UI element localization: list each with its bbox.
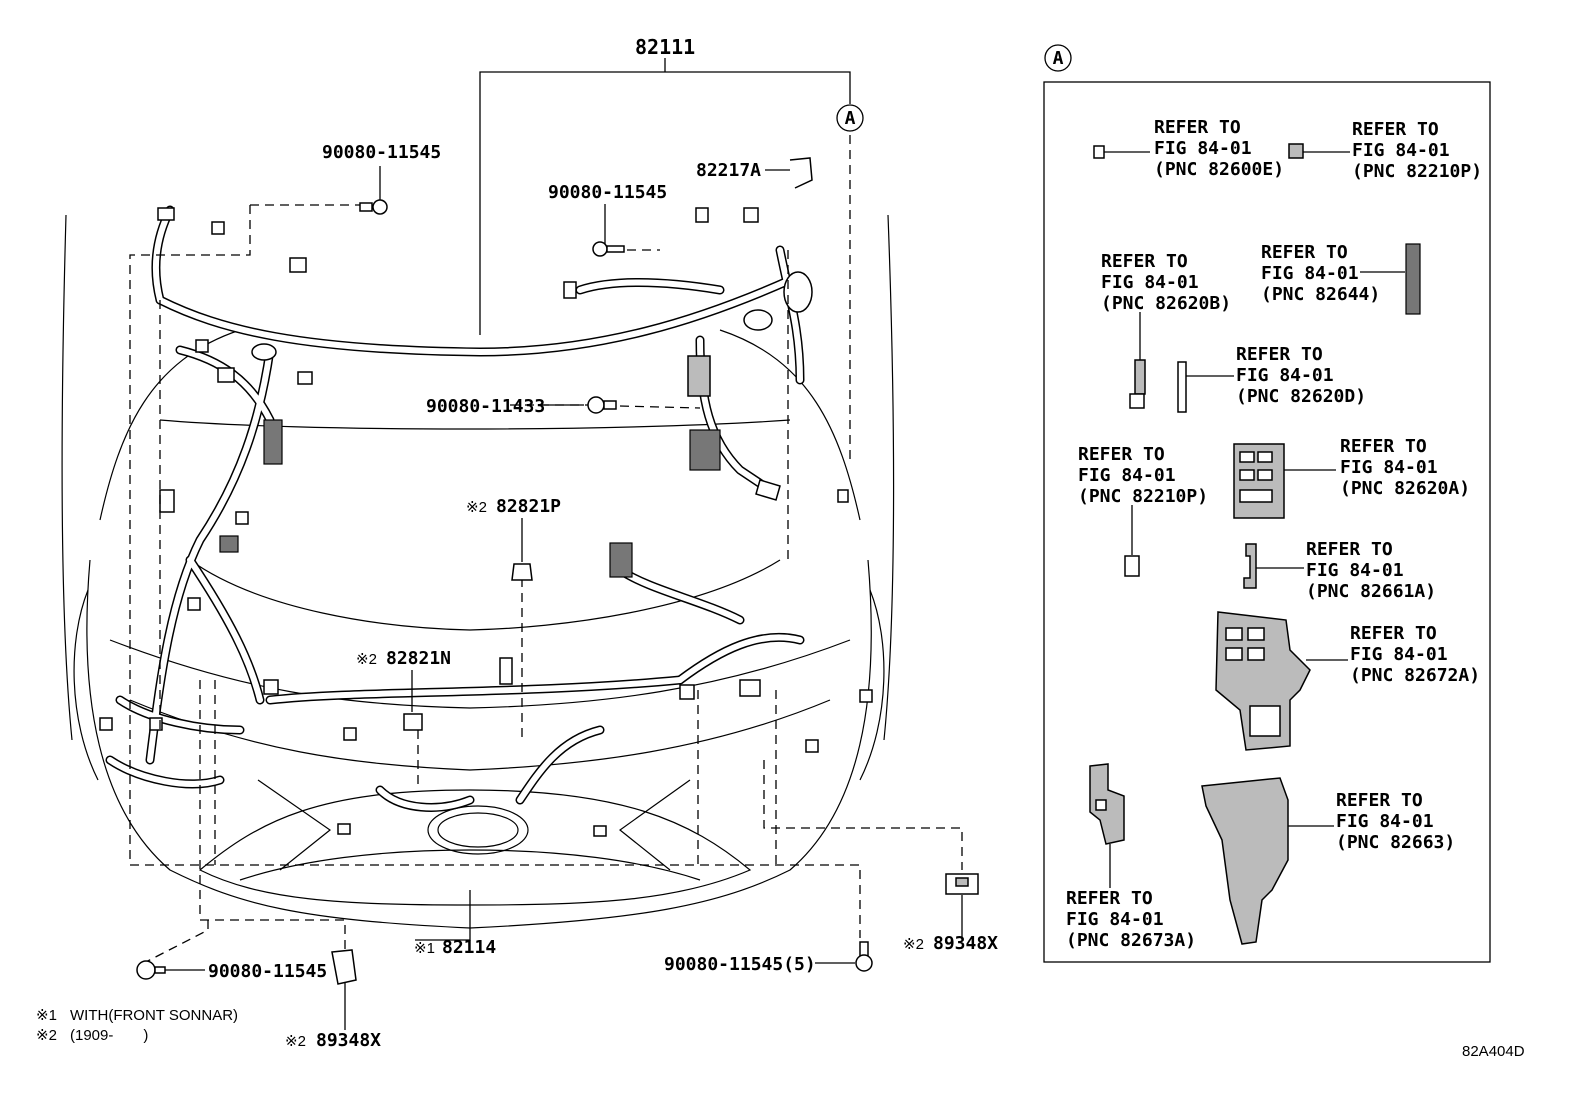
detail-item-82644: REFER TO FIG 84-01 (PNC 82644)	[1261, 242, 1421, 315]
detail-item-82620a: REFER TO FIG 84-01 (PNC 82620A)	[1233, 436, 1470, 519]
svg-text:(PNC 82210P): (PNC 82210P)	[1078, 486, 1208, 507]
svg-text:FIG 84-01: FIG 84-01	[1101, 272, 1199, 293]
svg-text:FIG 84-01: FIG 84-01	[1066, 909, 1164, 930]
dashed-reference-lines	[129, 135, 963, 966]
detail-item-82600e: REFER TO FIG 84-01 (PNC 82600E)	[1093, 117, 1284, 180]
clip-82821p-icon	[511, 563, 533, 581]
svg-text:REFER TO: REFER TO	[1336, 790, 1423, 811]
label-bolt-mid: 90080-11433	[426, 396, 545, 417]
svg-text:FIG 84-01: FIG 84-01	[1352, 140, 1450, 161]
svg-text:(PNC 82644): (PNC 82644)	[1261, 284, 1380, 305]
label-bolt-bottom-right: 90080-11545(5)	[664, 954, 816, 975]
diagram-code: 82A404D	[1462, 1043, 1525, 1060]
bolt-bottom-left-icon	[136, 960, 166, 980]
svg-text:(PNC 82620D): (PNC 82620D)	[1236, 386, 1366, 407]
label-bolt-bottom-left: 90080-11545	[208, 961, 327, 982]
label-82821p: 82821P	[496, 496, 561, 517]
note2-mark: ※2	[36, 1027, 57, 1044]
svg-text:(PNC 82620A): (PNC 82620A)	[1340, 478, 1470, 499]
detail-item-82663: REFER TO FIG 84-01 (PNC 82663)	[1201, 777, 1455, 945]
svg-text:(PNC 82672A): (PNC 82672A)	[1350, 665, 1480, 686]
svg-text:FIG 84-01: FIG 84-01	[1236, 365, 1334, 386]
svg-text:FIG 84-01: FIG 84-01	[1154, 138, 1252, 159]
svg-text:FIG 84-01: FIG 84-01	[1350, 644, 1448, 665]
harness-connectors	[99, 157, 873, 837]
bolt-mid-icon	[587, 396, 617, 414]
detail-item-82620d: REFER TO FIG 84-01 (PNC 82620D)	[1177, 344, 1366, 413]
detail-item-82661a: REFER TO FIG 84-01 (PNC 82661A)	[1243, 539, 1436, 602]
clamp-bottom-icon	[331, 949, 357, 985]
svg-text:REFER TO: REFER TO	[1306, 539, 1393, 560]
label-82217a: 82217A	[696, 160, 761, 181]
detail-item-82673a: REFER TO FIG 84-01 (PNC 82673A)	[1066, 763, 1196, 951]
footnotes: ※1 WITH(FRONT SONNAR) ※2 (1909- )	[36, 1007, 238, 1044]
detail-item-82620b: REFER TO FIG 84-01 (PNC 82620B)	[1101, 251, 1231, 409]
bolt-top-left-icon	[359, 199, 388, 215]
svg-text:(PNC 82663): (PNC 82663)	[1336, 832, 1455, 853]
mark-clamp-right: ※2	[903, 936, 924, 953]
bolt-top-mid-icon	[592, 241, 625, 257]
mark-clamp-bottom: ※2	[285, 1033, 306, 1050]
svg-text:REFER TO: REFER TO	[1350, 623, 1437, 644]
vehicle-body-outline	[61, 214, 895, 929]
mark-82821n: ※2	[356, 651, 377, 668]
harness-part-number: 82111	[635, 35, 695, 59]
detail-item-82210p-top: REFER TO FIG 84-01 (PNC 82210P)	[1288, 119, 1482, 182]
bolt-bottom-right-icon	[855, 941, 873, 972]
label-clamp-bottom: 89348X	[316, 1030, 381, 1051]
label-82114: 82114	[442, 937, 496, 958]
callout-a-marker: A	[845, 108, 856, 129]
svg-text:REFER TO: REFER TO	[1101, 251, 1188, 272]
svg-text:REFER TO: REFER TO	[1078, 444, 1165, 465]
clip-82821n-icon	[403, 713, 423, 731]
label-bolt-top-mid: 90080-11545	[548, 182, 667, 203]
main-wire-harness	[105, 205, 805, 812]
detail-a-marker: A	[1053, 48, 1064, 69]
svg-text:FIG 84-01: FIG 84-01	[1261, 263, 1359, 284]
note1-text: WITH(FRONT SONNAR)	[70, 1007, 238, 1024]
svg-text:REFER TO: REFER TO	[1261, 242, 1348, 263]
clamp-right-icon	[945, 873, 979, 895]
mark-82114: ※1	[414, 940, 435, 957]
detail-a-panel: A REFER TO FIG 84-01 (PNC 82600E) REFER …	[1043, 44, 1491, 963]
detail-a-frame	[1043, 81, 1491, 963]
svg-text:FIG 84-01: FIG 84-01	[1306, 560, 1404, 581]
svg-text:(PNC 82673A): (PNC 82673A)	[1066, 930, 1196, 951]
svg-text:REFER TO: REFER TO	[1154, 117, 1241, 138]
svg-text:(PNC 82210P): (PNC 82210P)	[1352, 161, 1482, 182]
svg-text:REFER TO: REFER TO	[1236, 344, 1323, 365]
label-bolt-top-left: 90080-11545	[322, 142, 441, 163]
svg-text:REFER TO: REFER TO	[1340, 436, 1427, 457]
note2-text: (1909- )	[70, 1027, 148, 1044]
detail-item-82672a: REFER TO FIG 84-01 (PNC 82672A)	[1215, 611, 1480, 751]
detail-item-82210p-mid: REFER TO FIG 84-01 (PNC 82210P)	[1078, 444, 1208, 577]
leader-lines	[155, 58, 963, 1030]
main-part-labels: 82111 A 82217A 90080-11545 90080-11545 9…	[208, 35, 998, 1051]
svg-text:REFER TO: REFER TO	[1066, 888, 1153, 909]
mark-82821p: ※2	[466, 499, 487, 516]
svg-text:(PNC 82620B): (PNC 82620B)	[1101, 293, 1231, 314]
svg-text:REFER TO: REFER TO	[1352, 119, 1439, 140]
svg-text:(PNC 82600E): (PNC 82600E)	[1154, 159, 1284, 180]
label-82821n: 82821N	[386, 648, 451, 669]
label-clamp-right: 89348X	[933, 933, 998, 954]
svg-text:FIG 84-01: FIG 84-01	[1340, 457, 1438, 478]
svg-text:FIG 84-01: FIG 84-01	[1336, 811, 1434, 832]
svg-text:FIG 84-01: FIG 84-01	[1078, 465, 1176, 486]
svg-text:(PNC 82661A): (PNC 82661A)	[1306, 581, 1436, 602]
note1-mark: ※1	[36, 1007, 57, 1024]
